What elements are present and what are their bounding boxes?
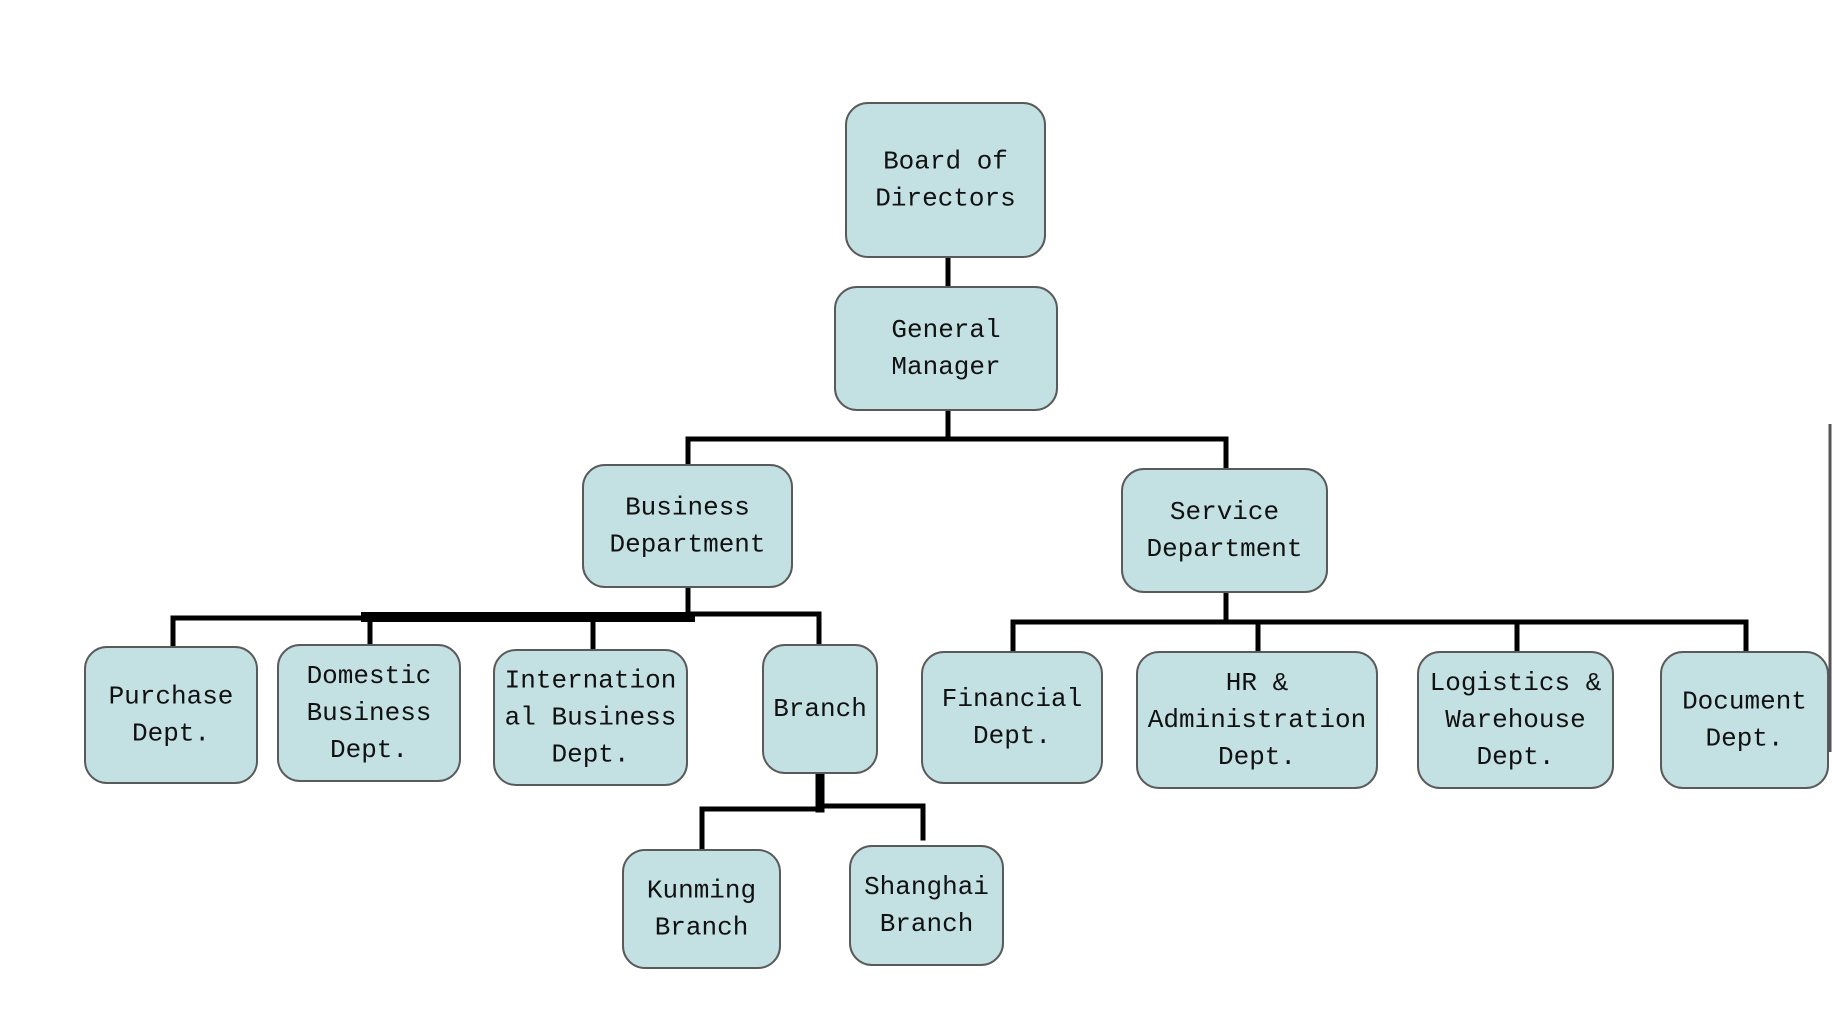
node-label: Branch (655, 913, 749, 943)
node-label: Board of (883, 147, 1008, 177)
node-box[interactable] (622, 849, 781, 969)
node-box[interactable] (1136, 651, 1378, 789)
node-label: Manager (891, 352, 1000, 382)
node-box[interactable] (1417, 651, 1614, 789)
node-box[interactable] (582, 464, 793, 588)
connector-line (817, 803, 926, 841)
node-label: Dept. (551, 740, 629, 770)
node-box[interactable] (845, 102, 1046, 258)
node-label: Branch (773, 694, 867, 724)
nodes: Board ofDirectorsGeneralManagerBusinessD… (84, 102, 1829, 969)
node-label: al Business (505, 703, 677, 733)
node-box[interactable] (1121, 468, 1328, 593)
connector-line (687, 611, 822, 648)
node-label: Dept. (973, 721, 1051, 751)
node-label: Dept. (330, 735, 408, 765)
connectors (170, 254, 1749, 853)
node-box[interactable] (762, 644, 878, 774)
node-label: Document (1682, 687, 1807, 717)
node-label: Internation (505, 666, 677, 696)
node-label: Administration (1148, 705, 1366, 735)
node-label: Department (1146, 534, 1302, 564)
node-label: Business (625, 493, 750, 523)
node-box[interactable] (493, 649, 688, 786)
node-label: HR & (1226, 668, 1289, 698)
node-label: General (891, 315, 1000, 345)
node-board[interactable]: Board of Directors (845, 102, 1046, 258)
node-label: Purchase (109, 682, 234, 712)
connector-line (1010, 619, 1749, 655)
node-box[interactable] (834, 286, 1058, 411)
connector-line (685, 436, 1229, 472)
node-label: Business (307, 698, 432, 728)
node-label: Dept. (1218, 742, 1296, 772)
connector-line (699, 806, 823, 853)
node-box[interactable] (921, 651, 1103, 784)
node-label: Shanghai (864, 872, 989, 902)
node-box[interactable] (1660, 651, 1829, 789)
node-label: Department (609, 530, 765, 560)
node-label: Warehouse (1445, 705, 1585, 735)
node-label: Logistics & (1430, 668, 1602, 698)
node-label: Dept. (1476, 742, 1554, 772)
node-box[interactable] (849, 845, 1004, 966)
node-label: Dept. (132, 719, 210, 749)
node-box[interactable] (84, 646, 258, 784)
node-label: Branch (880, 909, 974, 939)
node-label: Dept. (1705, 724, 1783, 754)
connector-line (170, 615, 369, 650)
node-label: Financial (942, 684, 1082, 714)
node-branch[interactable]: Branch (762, 644, 878, 774)
node-label: Kunming (647, 876, 756, 906)
node-label: Service (1170, 497, 1279, 527)
node-label: Domestic (307, 661, 432, 691)
node-label: Directors (875, 184, 1015, 214)
node-box[interactable] (277, 644, 461, 782)
